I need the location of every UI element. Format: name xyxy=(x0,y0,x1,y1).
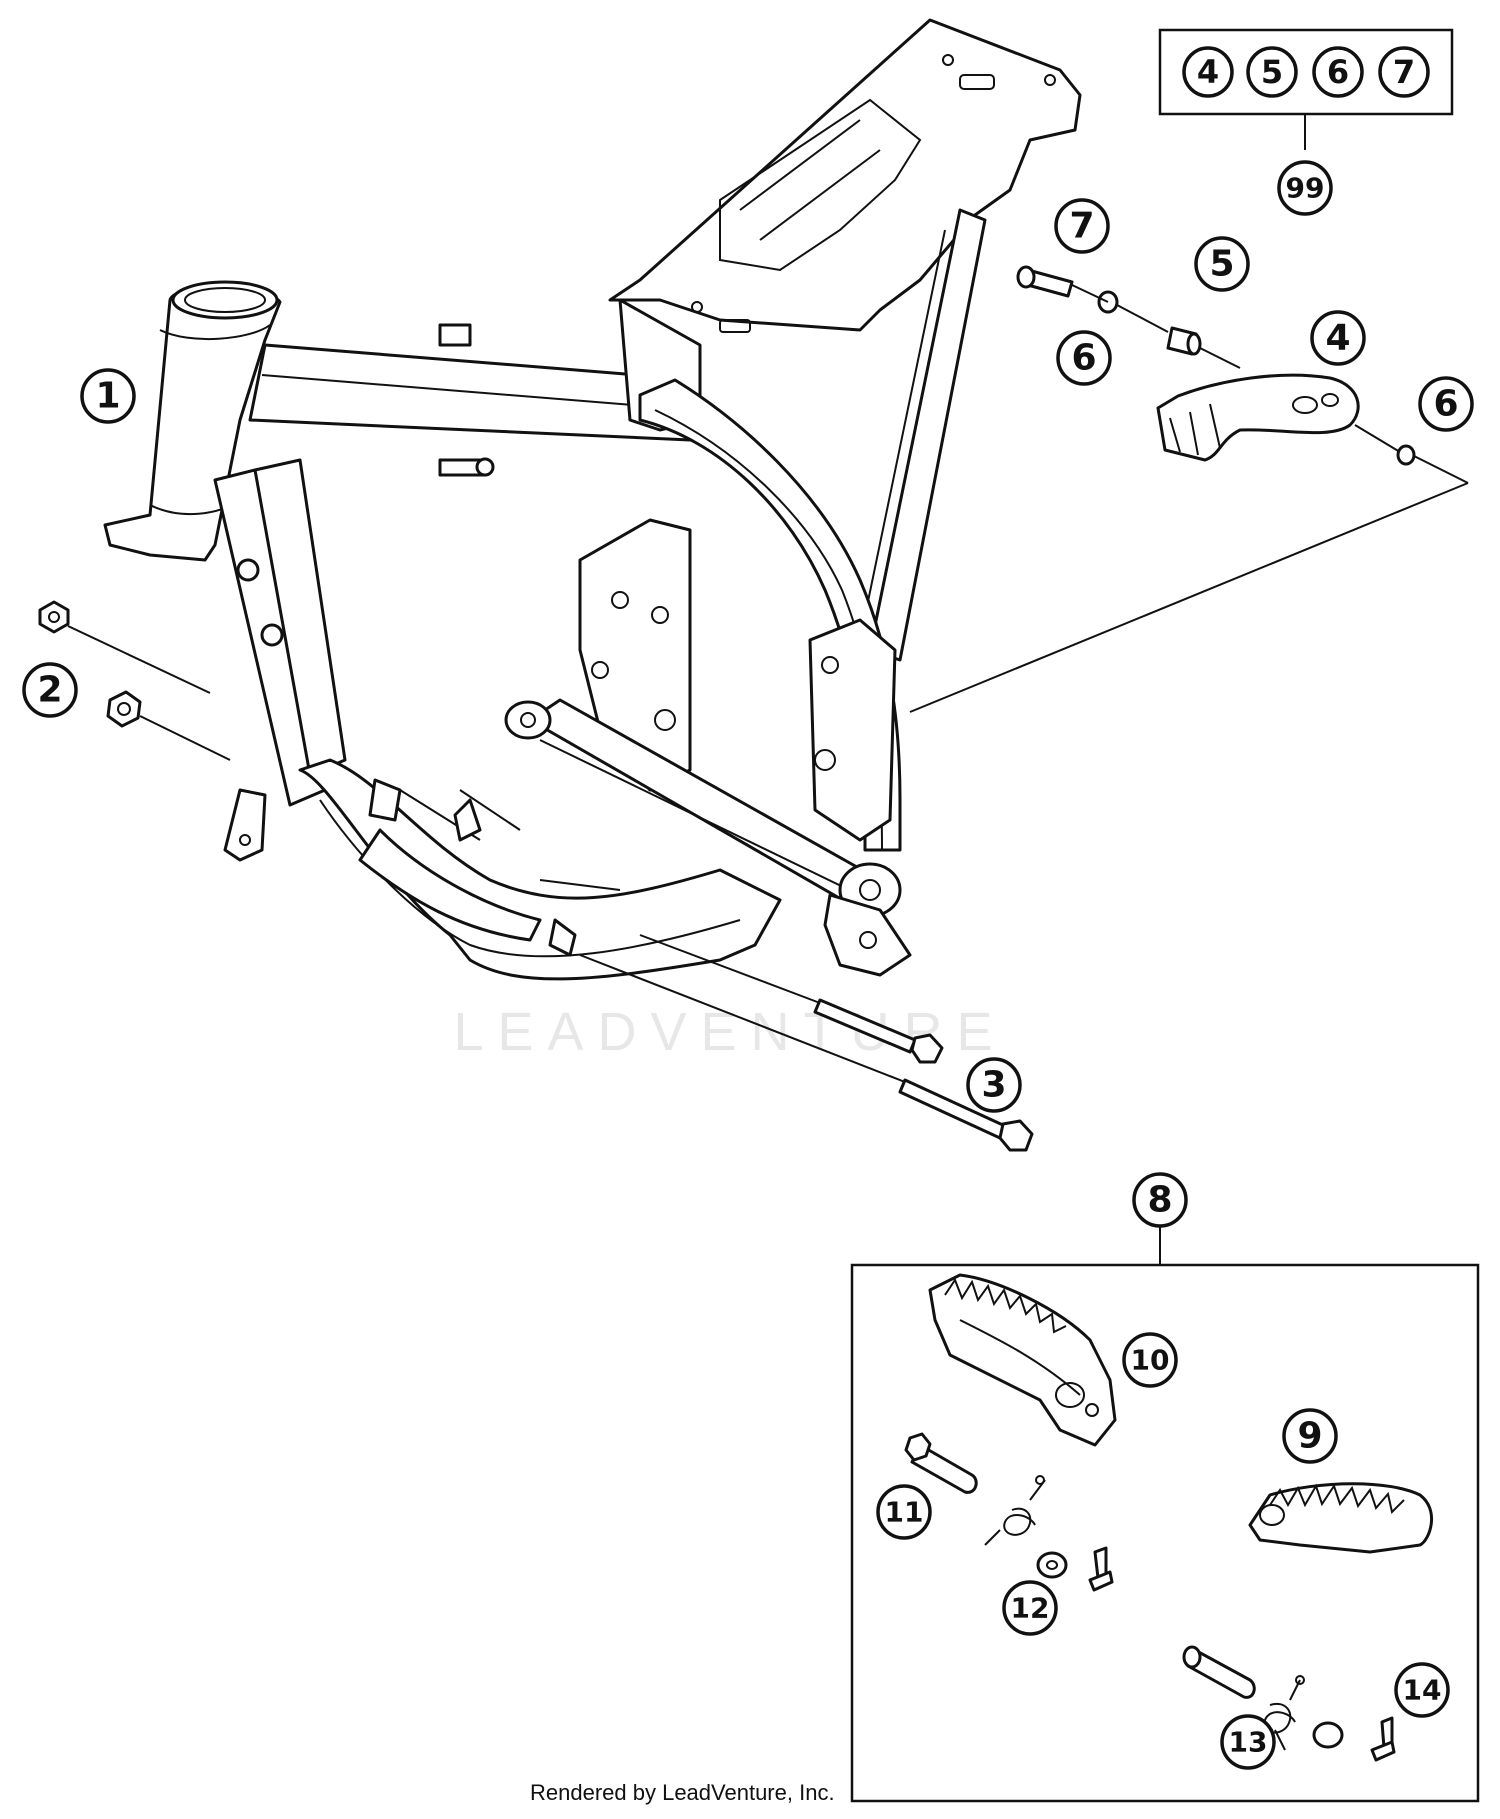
kit-item-5: 5 xyxy=(1246,46,1298,98)
callout-14: 14 xyxy=(1394,1662,1450,1718)
credit-text: Rendered by LeadVenture, Inc. xyxy=(530,1780,835,1805)
bolt-parts xyxy=(813,998,1034,1152)
svg-text:12: 12 xyxy=(1011,1592,1050,1625)
callout-8: 8 xyxy=(1132,1172,1188,1228)
svg-text:4: 4 xyxy=(1325,318,1350,359)
svg-text:99: 99 xyxy=(1286,172,1325,205)
callout-12: 12 xyxy=(1002,1580,1058,1636)
svg-text:3: 3 xyxy=(981,1065,1006,1106)
svg-text:7: 7 xyxy=(1069,206,1094,247)
svg-text:5: 5 xyxy=(1209,244,1234,285)
guide-parts xyxy=(1016,265,1416,466)
callout-5: 5 xyxy=(1194,236,1250,292)
svg-text:6: 6 xyxy=(1071,338,1096,379)
callout-13: 13 xyxy=(1220,1714,1276,1770)
svg-text:6: 6 xyxy=(1327,53,1349,91)
callout-6a: 6 xyxy=(1056,330,1112,386)
footpeg-parts xyxy=(904,1273,1434,1762)
footpeg-set-box xyxy=(850,1263,1480,1803)
svg-text:1: 1 xyxy=(95,376,120,417)
svg-text:14: 14 xyxy=(1403,1674,1442,1707)
callout-11: 11 xyxy=(876,1484,932,1540)
callout-7: 7 xyxy=(1054,198,1110,254)
svg-text:9: 9 xyxy=(1297,1416,1322,1457)
kit-item-6: 6 xyxy=(1312,46,1364,98)
svg-text:4: 4 xyxy=(1197,53,1219,91)
svg-text:13: 13 xyxy=(1229,1726,1268,1759)
svg-text:6: 6 xyxy=(1433,384,1458,425)
svg-text:5: 5 xyxy=(1261,53,1283,91)
svg-text:11: 11 xyxy=(885,1496,924,1529)
callout-99: 99 xyxy=(1277,160,1333,216)
svg-text:2: 2 xyxy=(37,670,62,711)
callout-3: 3 xyxy=(966,1057,1022,1113)
nut-parts xyxy=(38,600,142,728)
callout-9: 9 xyxy=(1282,1408,1338,1464)
callout-2: 2 xyxy=(22,662,78,718)
svg-text:8: 8 xyxy=(1147,1180,1172,1221)
svg-text:10: 10 xyxy=(1131,1344,1170,1377)
callout-4: 4 xyxy=(1310,310,1366,366)
callout-6b: 6 xyxy=(1418,376,1474,432)
frame-drawing xyxy=(103,18,1082,981)
watermark: LEADVENTURE xyxy=(453,1002,1006,1062)
kit-item-7: 7 xyxy=(1378,46,1430,98)
kit-box: 4 5 6 7 xyxy=(1158,28,1454,116)
kit-item-4: 4 xyxy=(1182,46,1234,98)
callout-1: 1 xyxy=(80,368,136,424)
callout-10: 10 xyxy=(1122,1332,1178,1388)
svg-text:7: 7 xyxy=(1393,53,1415,91)
